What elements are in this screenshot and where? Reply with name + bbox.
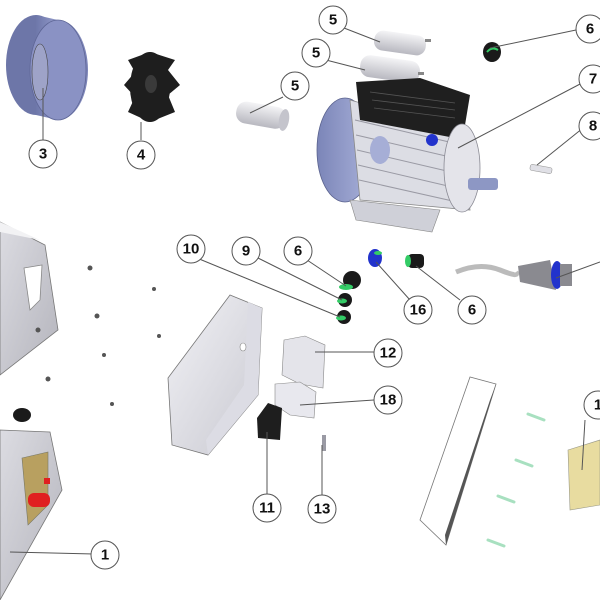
- callout-8: 8: [578, 111, 600, 141]
- svg-text:6: 6: [468, 302, 476, 319]
- relay-block: [257, 403, 282, 440]
- svg-text:4: 4: [137, 147, 146, 164]
- callout-7: 7: [578, 64, 600, 94]
- contactor: [281, 335, 326, 389]
- callout-18: 18: [373, 385, 403, 415]
- svg-text:6: 6: [586, 21, 594, 38]
- control-housing-upper: [0, 221, 59, 376]
- callout-6-top: 6: [575, 14, 600, 44]
- terminal-jumper: [322, 435, 326, 451]
- svg-text:5: 5: [329, 12, 337, 29]
- svg-text:12: 12: [380, 345, 397, 362]
- callout-3: 3: [28, 139, 58, 169]
- power-plug: [455, 260, 572, 290]
- fan-cover: [6, 15, 88, 121]
- svg-text:18: 18: [380, 392, 397, 409]
- svg-text:3: 3: [39, 146, 47, 163]
- svg-text:1: 1: [594, 397, 600, 414]
- capacitor-standalone: [236, 101, 290, 131]
- panel-screws: [486, 412, 546, 548]
- leader-lines: [9, 27, 600, 555]
- callout-1: 1: [90, 540, 120, 570]
- cooling-fan: [124, 52, 180, 122]
- svg-text:5: 5: [312, 45, 320, 62]
- mounting-screws: [35, 265, 161, 406]
- shaft-key: [529, 164, 553, 174]
- callout-9: 9: [231, 236, 261, 266]
- mounting-bracket: [567, 439, 600, 511]
- svg-text:13: 13: [314, 501, 331, 518]
- callout-1-bracket: 1: [583, 390, 600, 420]
- callout-11: 11: [252, 493, 282, 523]
- callout-10: 10: [176, 234, 206, 264]
- callout-5-top: 5: [318, 5, 348, 35]
- blue-gland: [368, 249, 382, 267]
- capacitor-middle: [360, 55, 424, 83]
- svg-text:10: 10: [183, 241, 200, 258]
- svg-text:6: 6: [294, 243, 302, 260]
- machine-housing: [0, 408, 63, 600]
- capacitor-top: [374, 30, 431, 56]
- svg-text:11: 11: [259, 500, 275, 517]
- callout-5-standalone: 5: [280, 71, 310, 101]
- callout-6-stack: 6: [283, 236, 313, 266]
- svg-text:5: 5: [291, 78, 299, 95]
- svg-text:8: 8: [589, 118, 597, 135]
- svg-text:9: 9: [242, 243, 250, 260]
- electrical-enclosure: [167, 294, 263, 456]
- callout-5-middle: 5: [301, 38, 331, 68]
- callout-16: 16: [403, 295, 433, 325]
- front-cover-panel: [419, 376, 497, 546]
- callout-4: 4: [126, 140, 156, 170]
- svg-text:1: 1: [101, 547, 109, 564]
- cable-gland-stack: [336, 271, 361, 324]
- callout-12: 12: [373, 338, 403, 368]
- callout-13: 13: [307, 494, 337, 524]
- svg-text:16: 16: [410, 302, 427, 319]
- callout-6-right: 6: [457, 295, 487, 325]
- protection-relay: [274, 381, 317, 419]
- electric-motor: [316, 78, 498, 233]
- cable-gland-top: [483, 42, 501, 62]
- cable-gland-right: [405, 254, 424, 268]
- svg-text:7: 7: [589, 71, 597, 88]
